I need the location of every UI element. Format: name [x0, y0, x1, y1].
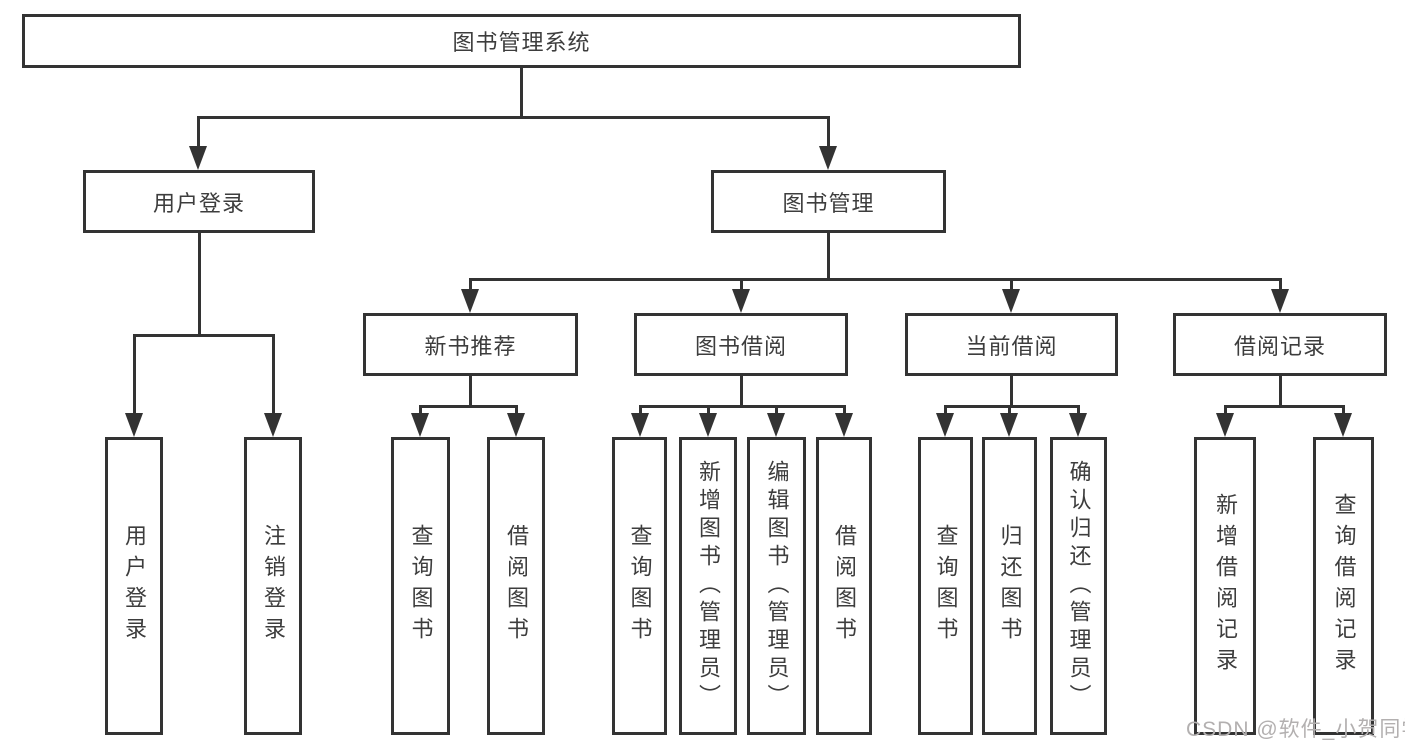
- connector-leaf-return-book-drop: [1008, 405, 1011, 417]
- leaf-add-book: 新增图书（管理员）: [679, 437, 737, 735]
- connector-new-book-rec-drop: [469, 278, 472, 292]
- connector-leaf-borrow-book-borrow-drop: [843, 405, 846, 417]
- arrow-leaf-borrow-book-borrow-icon: [835, 413, 853, 437]
- connector-leaf-query-book-current-drop: [944, 405, 947, 417]
- arrow-leaf-edit-book-icon: [767, 413, 785, 437]
- connector-user-login-stem: [198, 233, 201, 336]
- node-new-book-rec: 新书推荐: [363, 313, 578, 376]
- connector-new-book-rec-stem: [469, 376, 472, 407]
- leaf-query-book-rec-label: 查询图书: [408, 524, 434, 648]
- arrow-leaf-query-book-borrow-icon: [631, 413, 649, 437]
- leaf-borrow-book-rec: 借阅图书: [487, 437, 545, 735]
- arrow-borrow-records-icon: [1271, 289, 1289, 313]
- arrow-new-book-rec-icon: [461, 289, 479, 313]
- connector-leaf-confirm-return-drop: [1077, 405, 1080, 417]
- leaf-user-login-label: 用户登录: [122, 524, 147, 648]
- leaf-query-book-current: 查询图书: [918, 437, 973, 735]
- leaf-borrow-book-borrow: 借阅图书: [816, 437, 872, 735]
- arrow-leaf-query-record-icon: [1334, 413, 1352, 437]
- arrow-book-borrow-icon: [732, 289, 750, 313]
- leaf-return-book-label: 归还图书: [997, 524, 1023, 648]
- connector-book-borrow-stem: [740, 376, 743, 407]
- arrow-leaf-logout-icon: [264, 413, 282, 437]
- arrow-current-borrow-icon: [1002, 289, 1020, 313]
- connector-leaf-logout-drop: [272, 334, 275, 415]
- leaf-confirm-return-label: 确认归还（管理员）: [1066, 460, 1092, 712]
- arrow-leaf-borrow-book-rec-icon: [507, 413, 525, 437]
- node-borrow-records: 借阅记录: [1173, 313, 1387, 376]
- leaf-query-book-borrow: 查询图书: [612, 437, 667, 735]
- arrow-leaf-add-book-icon: [699, 413, 717, 437]
- leaf-query-record-label: 查询借阅记录: [1331, 493, 1357, 679]
- leaf-add-record-label: 新增借阅记录: [1213, 493, 1238, 679]
- connector-book-mgmt-drop: [827, 116, 830, 148]
- leaf-query-book-borrow-label: 查询图书: [627, 524, 653, 648]
- connector-book-borrow-branch: [639, 405, 846, 408]
- arrow-book-mgmt-icon: [819, 146, 837, 170]
- connector-book-mgmt-branch: [469, 278, 1282, 281]
- arrow-leaf-query-book-current-icon: [936, 413, 954, 437]
- leaf-query-book-rec: 查询图书: [391, 437, 450, 735]
- leaf-return-book: 归还图书: [982, 437, 1037, 735]
- node-user-login: 用户登录: [83, 170, 315, 233]
- connector-borrow-records-drop: [1279, 278, 1282, 292]
- leaf-add-book-label: 新增图书（管理员）: [696, 460, 721, 712]
- arrow-leaf-query-book-rec-icon: [411, 413, 429, 437]
- node-current-borrow: 当前借阅: [905, 313, 1118, 376]
- connector-root-branch: [197, 116, 830, 119]
- leaf-borrow-book-rec-label: 借阅图书: [504, 524, 529, 648]
- connector-leaf-query-book-borrow-drop: [639, 405, 642, 417]
- leaf-user-login: 用户登录: [105, 437, 163, 735]
- connector-current-borrow-drop: [1010, 278, 1013, 292]
- connector-leaf-query-book-rec-drop: [419, 405, 422, 417]
- arrow-user-login-icon: [189, 146, 207, 170]
- leaf-query-book-current-label: 查询图书: [933, 524, 959, 648]
- connector-leaf-add-record-drop: [1224, 405, 1227, 417]
- connector-leaf-add-book-drop: [707, 405, 710, 417]
- connector-borrow-records-stem: [1279, 376, 1282, 407]
- node-borrow-records-label: 借阅记录: [1233, 333, 1326, 359]
- arrow-leaf-user-login-icon: [125, 413, 143, 437]
- connector-current-borrow-branch: [944, 405, 1080, 408]
- leaf-confirm-return: 确认归还（管理员）: [1050, 437, 1107, 735]
- connector-user-login-branch: [133, 334, 275, 337]
- connector-leaf-user-login-drop: [133, 334, 136, 415]
- connector-leaf-edit-book-drop: [775, 405, 778, 417]
- node-root: 图书管理系统: [22, 14, 1021, 68]
- node-user-login-label: 用户登录: [152, 190, 245, 216]
- connector-root-stem: [520, 67, 523, 118]
- arrow-leaf-add-record-icon: [1216, 413, 1234, 437]
- connector-user-login-drop: [197, 116, 200, 148]
- connector-book-mgmt-stem: [827, 233, 830, 280]
- node-current-borrow-label: 当前借阅: [965, 333, 1058, 359]
- connector-borrow-records-branch: [1224, 405, 1345, 408]
- node-book-mgmt: 图书管理: [711, 170, 946, 233]
- connector-current-borrow-stem: [1010, 376, 1013, 407]
- node-root-label: 图书管理系统: [452, 30, 591, 55]
- node-new-book-rec-label: 新书推荐: [424, 333, 517, 359]
- leaf-logout: 注销登录: [244, 437, 302, 735]
- leaf-borrow-book-borrow-label: 借阅图书: [832, 524, 857, 648]
- connector-leaf-borrow-book-rec-drop: [515, 405, 518, 417]
- leaf-query-record: 查询借阅记录: [1313, 437, 1374, 735]
- leaf-logout-label: 注销登录: [261, 524, 286, 648]
- leaf-edit-book-label: 编辑图书（管理员）: [764, 460, 790, 712]
- arrow-leaf-confirm-return-icon: [1069, 413, 1087, 437]
- leaf-add-record: 新增借阅记录: [1194, 437, 1256, 735]
- node-book-borrow: 图书借阅: [634, 313, 848, 376]
- connector-book-borrow-drop: [740, 278, 743, 292]
- watermark-text: CSDN @软件_小贺同学: [1186, 718, 1405, 741]
- connector-new-book-rec-branch: [419, 405, 518, 408]
- arrow-leaf-return-book-icon: [1000, 413, 1018, 437]
- node-book-mgmt-label: 图书管理: [782, 190, 875, 216]
- connector-leaf-query-record-drop: [1342, 405, 1345, 417]
- node-book-borrow-label: 图书借阅: [694, 333, 787, 359]
- leaf-edit-book: 编辑图书（管理员）: [747, 437, 806, 735]
